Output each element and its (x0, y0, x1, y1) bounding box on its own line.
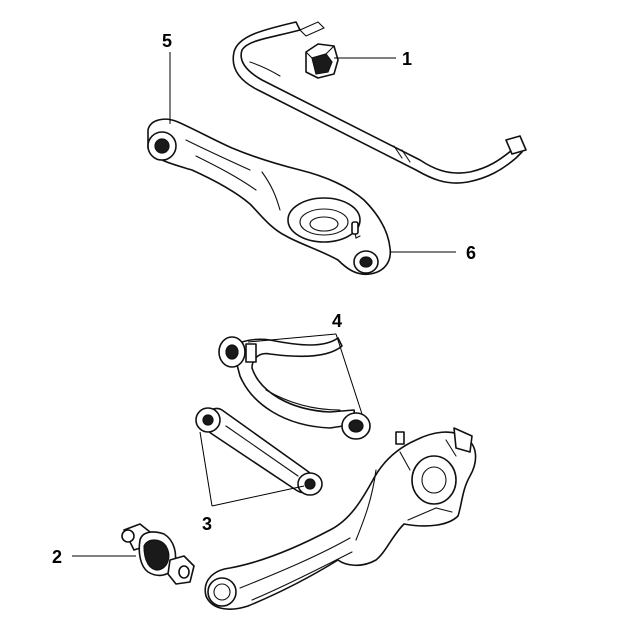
knuckle-and-trailing-arm (204, 427, 477, 610)
callout-3: 3 (202, 514, 212, 534)
stabilizer-bushing (305, 43, 339, 79)
lower-lateral-arm (195, 407, 323, 496)
leader-3b (211, 485, 305, 507)
callout-2: 2 (52, 547, 62, 567)
lower-control-arm (147, 118, 392, 276)
stabilizer-bar (232, 21, 527, 184)
leader-lines (72, 52, 456, 557)
callout-1: 1 (402, 49, 412, 69)
callout-5: 5 (162, 31, 172, 51)
callout-4: 4 (332, 311, 342, 331)
leader-3a (199, 431, 213, 507)
callout-6: 6 (466, 243, 476, 263)
trailing-arm-bushing (121, 523, 195, 585)
upper-lateral-arm (218, 336, 371, 440)
leader-4a (247, 333, 337, 343)
leader-4b (335, 333, 363, 415)
